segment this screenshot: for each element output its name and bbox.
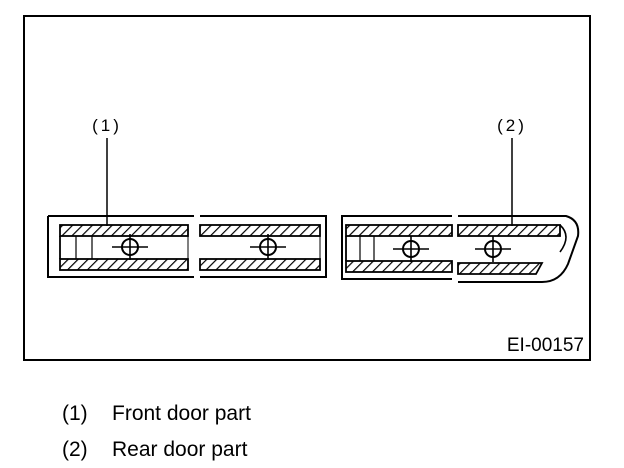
legend-number: (2) [62, 438, 88, 461]
legend-label: Rear door part [112, 438, 248, 461]
clip-icon [393, 236, 429, 262]
callout-2: (2) [497, 116, 527, 135]
molding-diagram: (1) (2) EI-00157 [23, 15, 591, 361]
clip-icon [250, 234, 286, 260]
molding-segment-rear-left [341, 215, 453, 280]
molding-segment-front-right [199, 215, 327, 278]
molding-segment-rear-right [457, 215, 580, 283]
figure-id: EI-00157 [507, 335, 584, 356]
molding-segment-front-left [47, 215, 194, 278]
legend-label: Front door part [112, 402, 251, 425]
callout-1: (1) [92, 116, 122, 135]
legend-number: (1) [62, 402, 88, 425]
diagram-frame [23, 15, 591, 361]
legend-item: (1) Front door part [62, 402, 251, 426]
clip-icon [475, 236, 511, 262]
clip-icon [112, 234, 148, 260]
legend-item: (2) Rear door part [62, 438, 247, 462]
